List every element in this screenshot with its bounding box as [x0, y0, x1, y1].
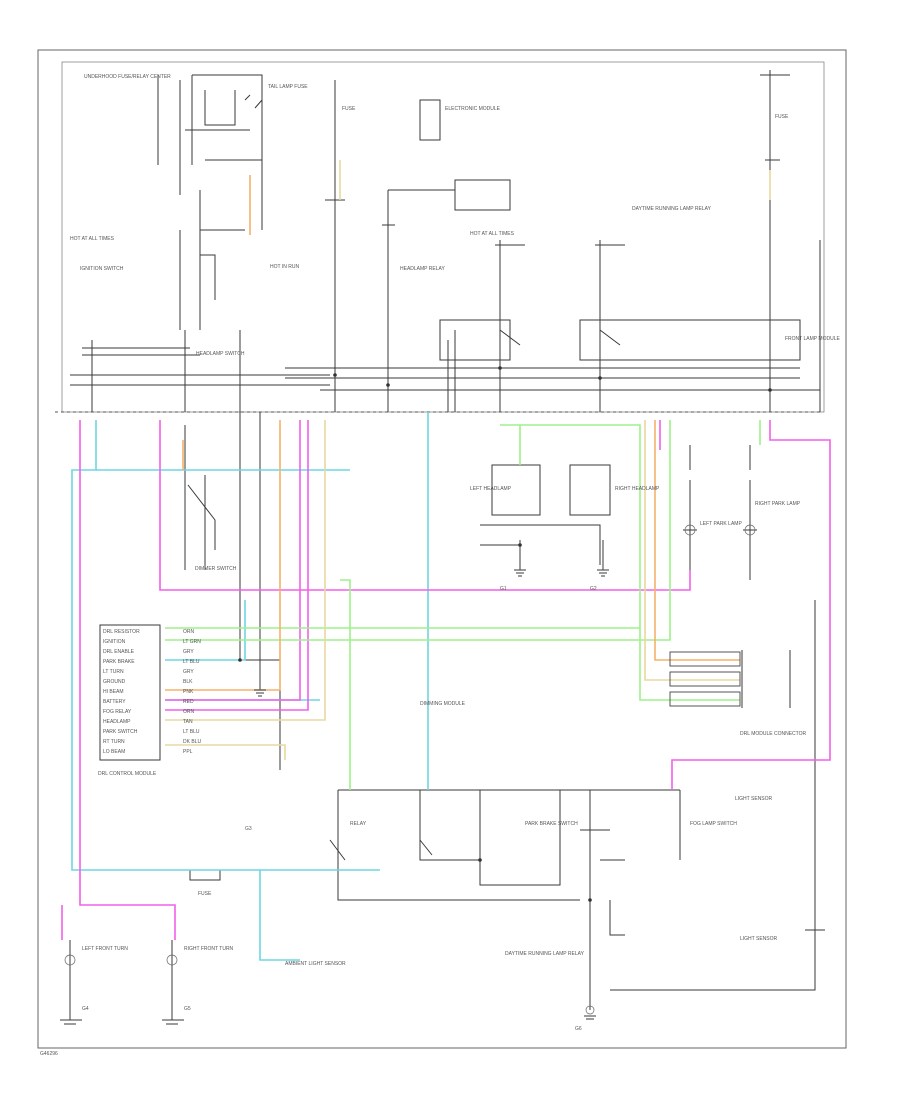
module-pin-wire: LT BLU [183, 659, 200, 665]
label-fuse-a: FUSE [342, 106, 356, 112]
fuse-block-area [61, 61, 825, 413]
module-pin-wire: DK BLU [183, 739, 201, 745]
module-pin-wire: GRY [183, 669, 194, 675]
label-front-lamp-module: FRONT LAMP MODULE [785, 336, 840, 342]
magenta-wires [61, 420, 831, 940]
label-electronic-module: ELECTRONIC MODULE [445, 106, 501, 112]
label-hot-in-run: HOT IN RUN [270, 264, 299, 270]
text-labels: UNDERHOOD FUSE/RELAY CENTER TAIL LAMP FU… [40, 74, 840, 1057]
lamp-symbols [64, 524, 756, 1015]
module-pin-wire: PNK [183, 689, 194, 695]
label-drl-relay: DAYTIME RUNNING LAMP RELAY [632, 206, 712, 212]
ground-symbols [64, 569, 609, 1025]
green-wires [165, 420, 761, 790]
orange-wires [165, 175, 740, 691]
label-underhood-fuse-block: UNDERHOOD FUSE/RELAY CENTER [84, 74, 171, 80]
label-park-brake-switch: PARK BRAKE SWITCH [525, 821, 578, 827]
label-headlamp-switch: HEADLAMP SWITCH [196, 351, 245, 357]
label-ambient-light-sensor: AMBIENT LIGHT SENSOR [285, 961, 346, 967]
tan-wires [165, 160, 771, 760]
label-ground-g2: G2 [590, 586, 597, 592]
label-light-sensor-2: LIGHT SENSOR [740, 936, 778, 942]
module-pin-label: HI BEAM [103, 689, 124, 695]
diagram-frame [37, 49, 847, 1049]
label-left-park-lamp: LEFT PARK LAMP [700, 521, 742, 527]
module-pin-wire: GRY [183, 649, 194, 655]
drl-module-pin-list: DRL RESISTOR ORN IGNITION LT GRN DRL ENABLE G… [103, 629, 201, 755]
label-drl-control-module: DRL CONTROL MODULE [98, 771, 157, 777]
junction-dots [238, 366, 772, 902]
label-tail-lamp-fuse: TAIL LAMP FUSE [268, 84, 308, 90]
cyan-wires [71, 412, 429, 961]
module-pin-label: RT TURN [103, 739, 125, 745]
label-ground-g4: G4 [82, 1006, 89, 1012]
label-fuse-b: FUSE [775, 114, 789, 120]
module-pin-wire: TAN [183, 719, 193, 725]
label-drl-relay-bottom: DAYTIME RUNNING LAMP RELAY [505, 951, 585, 957]
module-pin-label: PARK BRAKE [103, 659, 135, 665]
module-pin-label: DRL RESISTOR [103, 629, 140, 635]
module-pin-wire: BLK [183, 679, 193, 685]
label-dimmer-switch: DIMMER SWITCH [195, 566, 237, 572]
module-pin-label: DRL ENABLE [103, 649, 135, 655]
module-pin-label: FOG RELAY [103, 709, 132, 715]
label-left-headlamp: LEFT HEADLAMP [470, 486, 512, 492]
label-right-headlamp: RIGHT HEADLAMP [615, 486, 660, 492]
label-ground-g6: G6 [575, 1026, 582, 1032]
label-right-front-turn: RIGHT FRONT TURN [184, 946, 234, 952]
module-pin-label: LT TURN [103, 669, 124, 675]
module-pin-wire: ORN [183, 709, 195, 715]
label-left-front-turn: LEFT FRONT TURN [82, 946, 128, 952]
label-dimming-module: DIMMING MODULE [420, 701, 466, 707]
top-wiring [70, 70, 821, 412]
module-pin-wire: LT GRN [183, 639, 201, 645]
label-ground-g5: G5 [184, 1006, 191, 1012]
module-pin-label: LO BEAM [103, 749, 125, 755]
label-hot-at-all-times-2: HOT AT ALL TIMES [470, 231, 515, 237]
module-pin-label: PARK SWITCH [103, 729, 138, 735]
label-ground-g3: G3 [245, 826, 252, 832]
label-fog-lamp-switch: FOG LAMP SWITCH [690, 821, 737, 827]
label-right-park-lamp: RIGHT PARK LAMP [755, 501, 801, 507]
module-pin-label: HEADLAMP [103, 719, 131, 725]
module-pin-wire: ORN [183, 629, 195, 635]
module-pin-label: BATTERY [103, 699, 126, 705]
module-pin-label: GROUND [103, 679, 126, 685]
label-hot-at-all-times: HOT AT ALL TIMES [70, 236, 115, 242]
label-fuse-c: FUSE [198, 891, 212, 897]
module-pin-wire: RED [183, 699, 194, 705]
label-ignition-switch: IGNITION SWITCH [80, 266, 124, 272]
label-drl-module-connector: DRL MODULE CONNECTOR [740, 731, 807, 737]
label-footer: G46296 [40, 1051, 58, 1057]
label-headlamp-relay: HEADLAMP RELAY [400, 266, 445, 272]
label-ground-g1: G1 [500, 586, 507, 592]
label-light-sensor: LIGHT SENSOR [735, 796, 773, 802]
right-connectors [669, 650, 791, 708]
module-pin-wire: PPL [183, 749, 193, 755]
module-pin-wire: LT BLU [183, 729, 200, 735]
module-pin-label: IGNITION [103, 639, 126, 645]
label-relay: RELAY [350, 821, 367, 827]
